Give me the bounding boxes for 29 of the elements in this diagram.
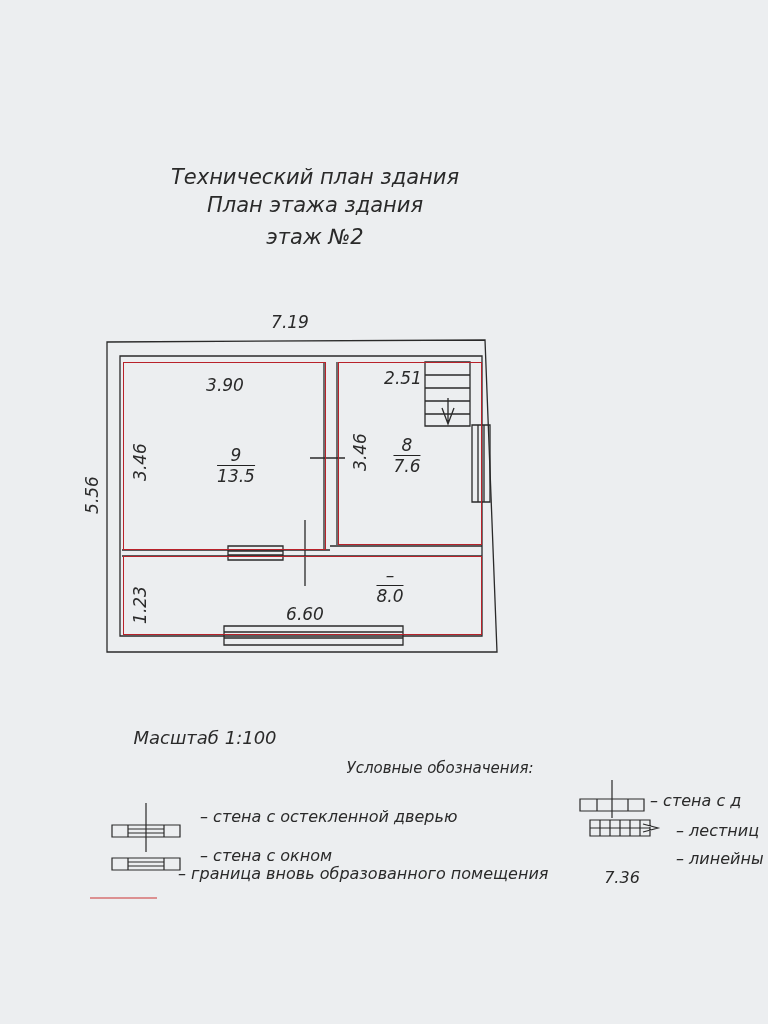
room-area: 7.6 bbox=[393, 456, 421, 476]
room-boundary bbox=[338, 362, 482, 545]
legend-text: – стена с д bbox=[650, 790, 742, 810]
dimension-text: 3.90 bbox=[206, 375, 244, 395]
room-number: 8 bbox=[393, 435, 421, 456]
legend-text: – граница вновь образованного помещения bbox=[178, 863, 549, 883]
room-boundary bbox=[123, 556, 482, 635]
scale-text: Масштаб 1:100 bbox=[133, 726, 277, 748]
dimension-text: 2.51 bbox=[384, 368, 422, 388]
subtitle: этаж №2 bbox=[266, 225, 364, 249]
room-boundary bbox=[123, 362, 326, 550]
subtitle: План этажа здания bbox=[206, 193, 424, 217]
dimension-text: 6.60 bbox=[286, 604, 324, 624]
title: Технический план здания bbox=[170, 165, 460, 189]
legend-text: – стена с окном bbox=[200, 845, 333, 865]
dimension-text: 5.56 bbox=[82, 476, 102, 514]
dimension-text: 7.19 bbox=[271, 312, 309, 332]
dimension-text: 3.46 bbox=[350, 433, 370, 471]
dimension-text: 7.36 bbox=[604, 867, 640, 887]
dimension-text: 3.46 bbox=[130, 443, 150, 481]
legend-heading: Условные обозначения: bbox=[346, 759, 534, 777]
room-number: – bbox=[376, 565, 404, 586]
legend-text: – лестниц bbox=[676, 820, 760, 840]
legend-text: – стена с остекленной дверью bbox=[200, 806, 458, 826]
dimension-text: 1.23 bbox=[130, 586, 150, 624]
room-area: 8.0 bbox=[376, 586, 404, 606]
room-area: 13.5 bbox=[217, 466, 255, 486]
legend-text: – линейны bbox=[676, 848, 764, 868]
room-number: 9 bbox=[217, 445, 255, 466]
